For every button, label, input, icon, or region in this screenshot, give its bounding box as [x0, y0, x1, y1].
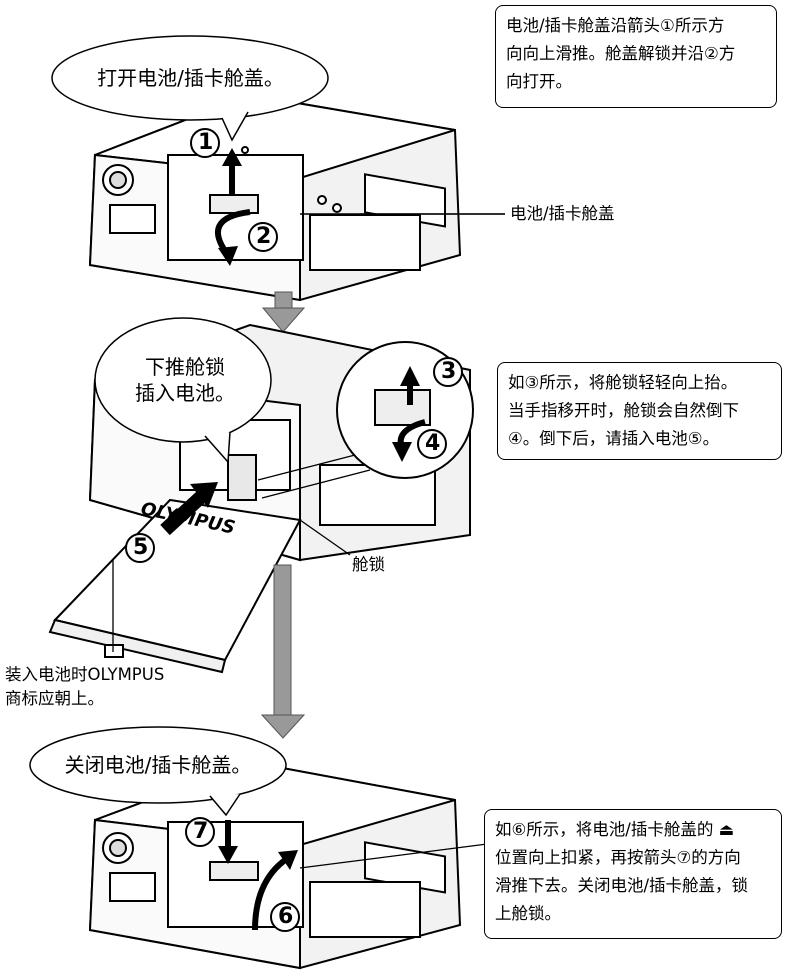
callout-battery-cover: 电池/插卡舱盖 [510, 204, 615, 223]
flow-arrow-1 [261, 291, 306, 333]
bubble-insert-line-2: 插入电池。 [135, 381, 235, 405]
instruction-insert: 如③所示，将舱锁轻轻向上抬。 当手指移开时，舱锁会自然倒下 ④。倒下后，请插入电… [497, 362, 782, 460]
bubble-insert-line-1: 下推舱锁 [145, 355, 225, 379]
instruction-open-line-2: 向向上滑推。舱盖解锁并沿②方 [506, 44, 736, 63]
instruction-close-line-3: 滑推下去。关闭电池/插卡舱盖，锁 [495, 876, 749, 895]
close-arrows [218, 820, 298, 931]
bubbles [29, 35, 329, 817]
marker-3 [433, 357, 463, 387]
bubble-close: 关闭电池/插卡舱盖。 [64, 753, 252, 777]
bubble-open: 打开电池/插卡舱盖。 [97, 66, 284, 90]
instruction-insert-line-1: 如③所示，将舱锁轻轻向上抬。 [508, 373, 738, 392]
marker-4-label: 4 [425, 431, 441, 456]
callout-logo-line-2: 商标应朝上。 [5, 689, 104, 708]
markers [125, 128, 463, 932]
marker-6 [270, 902, 300, 932]
camera-open-illustration [88, 93, 505, 302]
marker-1-label: 1 [198, 130, 214, 155]
callout-lock: 舱锁 [352, 555, 385, 574]
instruction-open-line-1: 电池/插卡舱盖沿箭头①所示方 [506, 16, 725, 35]
callout-logo-line-1: 装入电池时OLYMPUS [5, 665, 165, 684]
marker-6-label: 6 [278, 904, 294, 929]
marker-5 [125, 533, 155, 563]
marker-3-label: 3 [441, 359, 457, 384]
instruction-close: 如⑥所示，将电池/插卡舱盖的 ⏏ 位置向上扣紧，再按箭头⑦的方向 滑推下去。关闭… [484, 809, 782, 939]
instruction-insert-line-3: ④。倒下后，请插入电池⑤。 [508, 429, 720, 448]
instruction-close-line-1: 如⑥所示，将电池/插卡舱盖的 ⏏ [495, 820, 735, 839]
marker-4 [417, 429, 447, 459]
instruction-close-line-4: 上舱锁。 [495, 904, 561, 923]
flow-arrow-2 [260, 564, 306, 739]
marker-7 [185, 817, 215, 847]
marker-2-label: 2 [256, 224, 272, 249]
marker-5-label: 5 [133, 535, 149, 560]
marker-1 [190, 128, 220, 158]
marker-7-label: 7 [193, 819, 209, 844]
insert-arrows [160, 366, 426, 536]
instruction-close-line-2: 位置向上扣紧，再按箭头⑦的方向 [495, 848, 741, 867]
open-arrows [215, 148, 251, 266]
marker-2 [248, 222, 278, 252]
instruction-open: 电池/插卡舱盖沿箭头①所示方 向向上滑推。舱盖解锁并沿②方 向打开。 [495, 5, 777, 108]
instruction-open-line-3: 向打开。 [506, 72, 572, 91]
instruction-insert-line-2: 当手指移开时，舱锁会自然倒下 [508, 401, 739, 420]
